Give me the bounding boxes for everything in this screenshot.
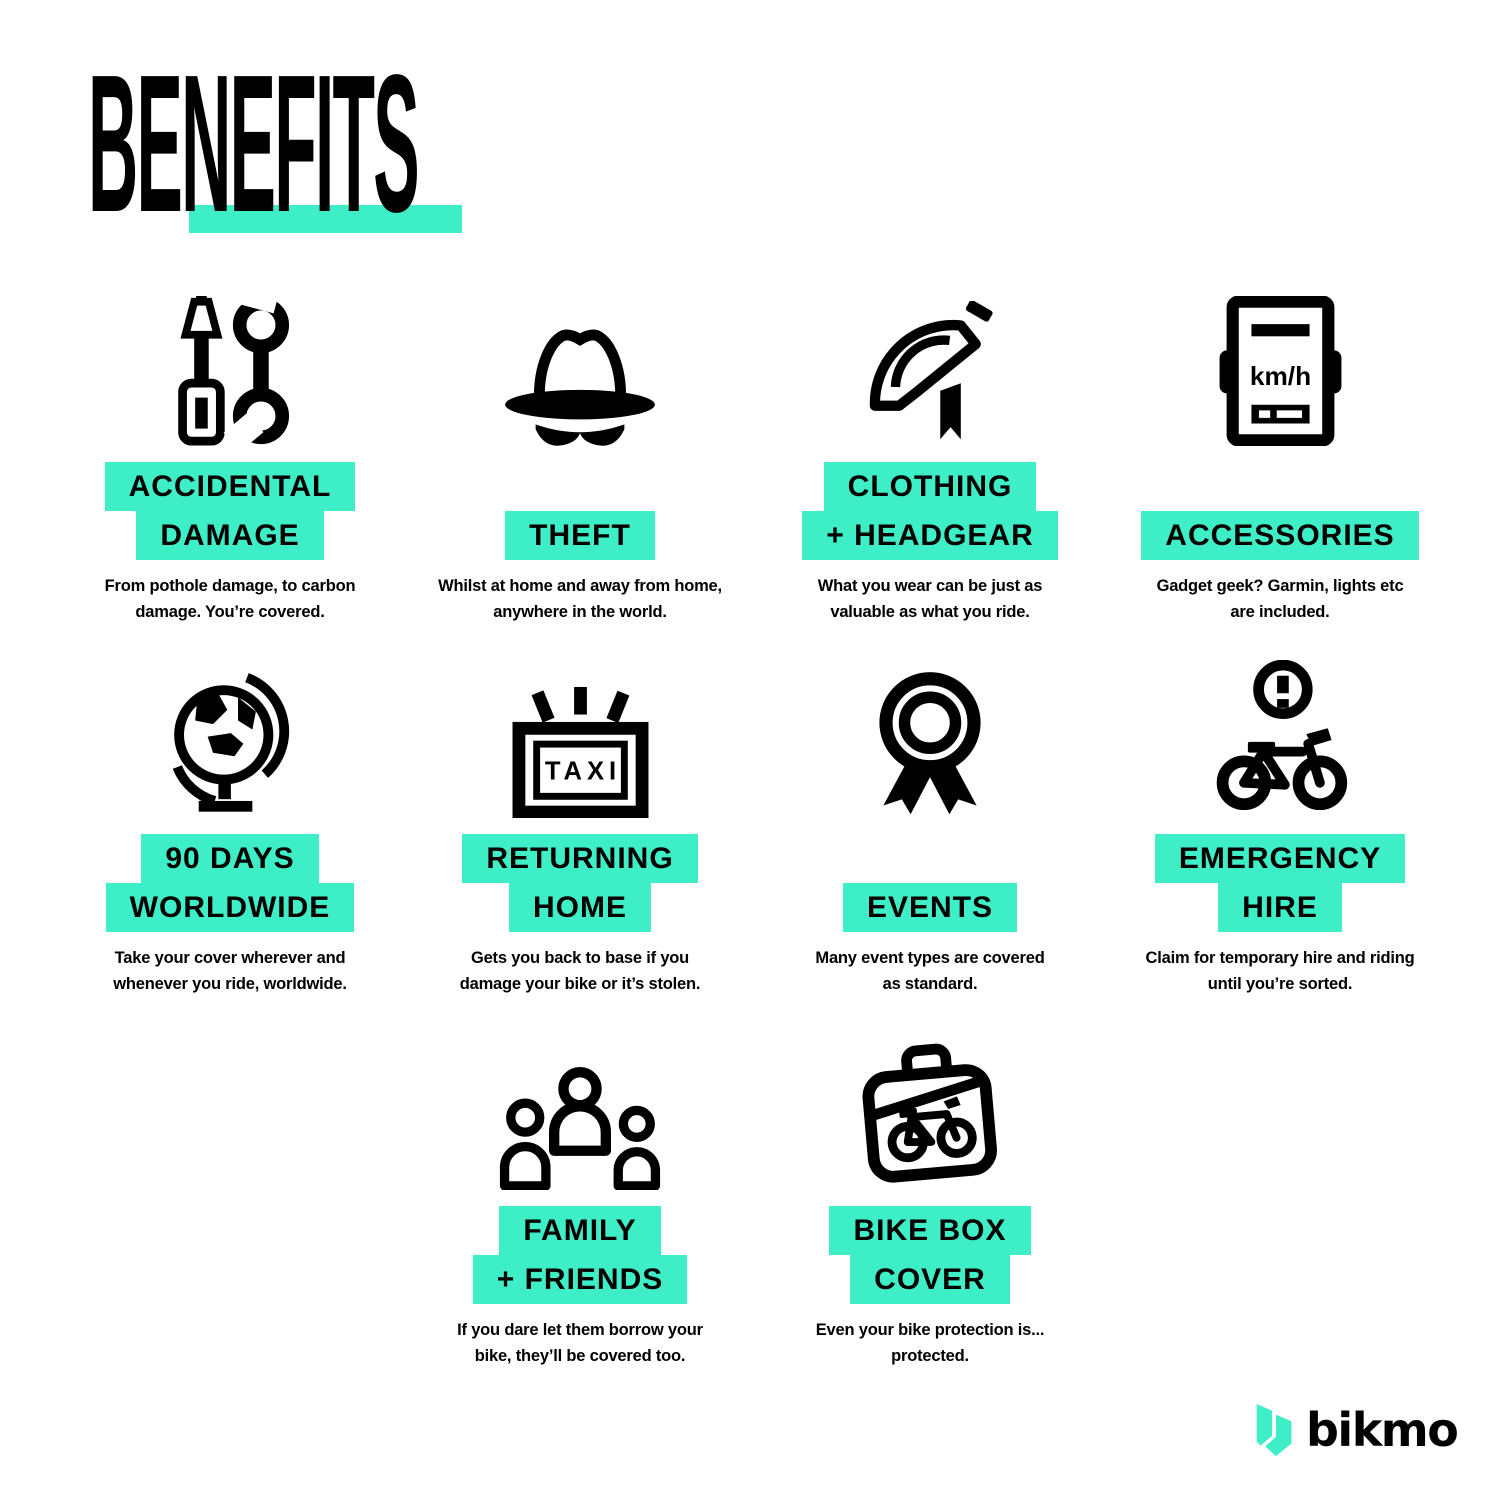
benefit-events: EVENTS Many event types are covered as s…: [755, 660, 1105, 1032]
title-underline: [189, 205, 462, 233]
bike-computer-icon: km/h: [1219, 296, 1341, 446]
benefit-label-line: WORLDWIDE: [105, 883, 355, 932]
benefit-label-line: EVENTS: [842, 883, 1018, 932]
benefit-label-line: HOME: [509, 883, 651, 932]
tools-icon: [178, 296, 290, 446]
page-title: BENEFITS: [88, 34, 420, 253]
benefit-label-line: HIRE: [1218, 883, 1342, 932]
benefit-label-line: CLOTHING: [823, 462, 1037, 511]
benefit-description: Gadget geek? Garmin, lights etc are incl…: [1156, 577, 1404, 622]
benefit-description: Claim for temporary hire and riding unti…: [1145, 949, 1415, 994]
benefit-label: THEFT: [405, 456, 755, 560]
benefit-description: Whilst at home and away from home, anywh…: [438, 577, 722, 622]
benefit-description: What you wear can be just as valuable as…: [817, 577, 1043, 622]
benefit-label-line: RETURNING: [462, 834, 698, 883]
benefit-description: Take your cover wherever and whenever yo…: [113, 949, 347, 994]
family-icon: [499, 1067, 661, 1190]
rosette-icon: [879, 672, 981, 815]
benefit-label-line: + HEADGEAR: [802, 511, 1058, 560]
benefit-label: ACCIDENTAL DAMAGE: [55, 456, 405, 560]
bikmo-mark-icon: [1256, 1404, 1292, 1457]
benefit-description: Many event types are covered as standard…: [815, 949, 1045, 994]
benefit-label: EVENTS: [755, 828, 1105, 932]
benefit-label-line: + FRIENDS: [472, 1255, 688, 1304]
benefit-accidental-damage: ACCIDENTAL DAMAGE From pothole damage, t…: [55, 288, 405, 660]
benefit-label: BIKE BOX COVER: [755, 1200, 1105, 1304]
benefit-label: EMERGENCY HIRE: [1105, 828, 1455, 932]
benefit-theft: THEFT Whilst at home and away from home,…: [405, 288, 755, 660]
logo-text: bikmo: [1306, 1403, 1459, 1457]
benefit-returning-home: TAXI RETURNING HOME Gets you back to bas…: [405, 660, 755, 1032]
benefit-label: RETURNING HOME: [405, 828, 755, 932]
benefit-family-friends: FAMILY + FRIENDS If you dare let them bo…: [405, 1032, 755, 1404]
incognito-theft-icon: [505, 329, 655, 446]
benefit-label: ACCESSORIES: [1105, 456, 1455, 560]
benefits-grid: ACCIDENTAL DAMAGE From pothole damage, t…: [55, 288, 1455, 1404]
benefit-label-line: COVER: [850, 1255, 1010, 1304]
benefit-label-line: 90 DAYS: [141, 834, 319, 883]
benefit-accessories: km/h ACCESSORIES Gadget geek? Garmin, li…: [1105, 288, 1455, 660]
benefit-description: Gets you back to base if you damage your…: [459, 949, 701, 994]
benefit-label-line: BIKE BOX: [829, 1206, 1031, 1255]
benefit-label: CLOTHING + HEADGEAR: [755, 456, 1105, 560]
taxi-icon: TAXI: [512, 686, 648, 818]
benefit-description: Even your bike protection is... protecte…: [815, 1321, 1045, 1366]
kmh-text: km/h: [1249, 361, 1310, 391]
benefit-label: 90 DAYS WORLDWIDE: [55, 828, 405, 932]
benefit-bike-box-cover: BIKE BOX COVER Even your bike protection…: [755, 1032, 1105, 1404]
benefit-clothing-headgear: CLOTHING + HEADGEAR What you wear can be…: [755, 288, 1105, 660]
benefit-label-line: EMERGENCY: [1154, 834, 1406, 883]
benefit-label-line: FAMILY: [499, 1206, 661, 1255]
bike-box-icon: [862, 1043, 997, 1183]
benefit-label-line: THEFT: [505, 511, 655, 560]
benefit-label-line: ACCIDENTAL: [104, 462, 356, 511]
benefit-emergency-hire: EMERGENCY HIRE Claim for temporary hire …: [1105, 660, 1455, 1032]
taxi-text: TAXI: [544, 758, 620, 786]
header: BENEFITS: [88, 46, 688, 246]
benefit-description: From pothole damage, to carbon damage. Y…: [104, 577, 356, 622]
emergency-bike-icon: [1216, 660, 1348, 811]
globe-icon: [172, 673, 290, 812]
benefit-description: If you dare let them borrow your bike, t…: [457, 1321, 703, 1366]
bikmo-logo: bikmo: [1256, 1403, 1459, 1458]
helmet-icon: [869, 301, 993, 440]
benefit-label-line: ACCESSORIES: [1141, 511, 1419, 560]
benefit-label: FAMILY + FRIENDS: [405, 1200, 755, 1304]
benefit-90-days-worldwide: 90 DAYS WORLDWIDE Take your cover wherev…: [55, 660, 405, 1032]
benefit-label-line: DAMAGE: [136, 511, 324, 560]
